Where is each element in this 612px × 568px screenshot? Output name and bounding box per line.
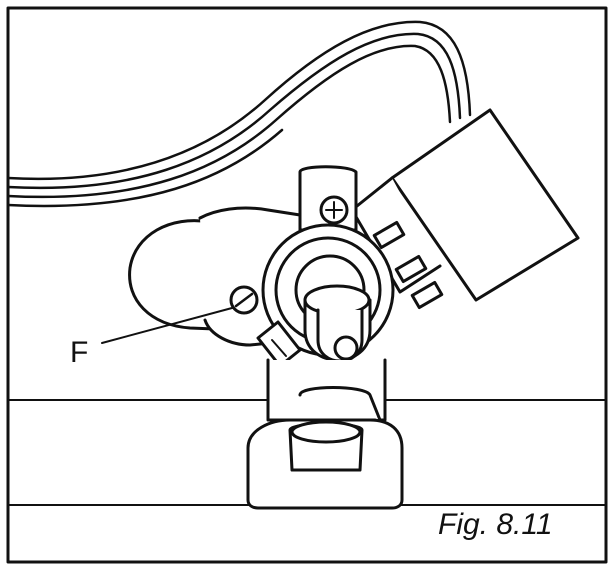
wiring-harness	[6, 20, 472, 208]
callout-leader-line	[101, 307, 233, 344]
mounting-tab-top	[298, 165, 358, 232]
figure-frame	[6, 6, 608, 564]
retaining-clip	[256, 320, 302, 368]
lower-bracket	[246, 358, 404, 510]
screw-f	[229, 285, 259, 315]
callout-label-f: F	[70, 336, 89, 369]
shaft	[303, 284, 372, 363]
figure-caption: Fig. 8.11	[438, 508, 553, 541]
connector-plug	[350, 108, 580, 310]
